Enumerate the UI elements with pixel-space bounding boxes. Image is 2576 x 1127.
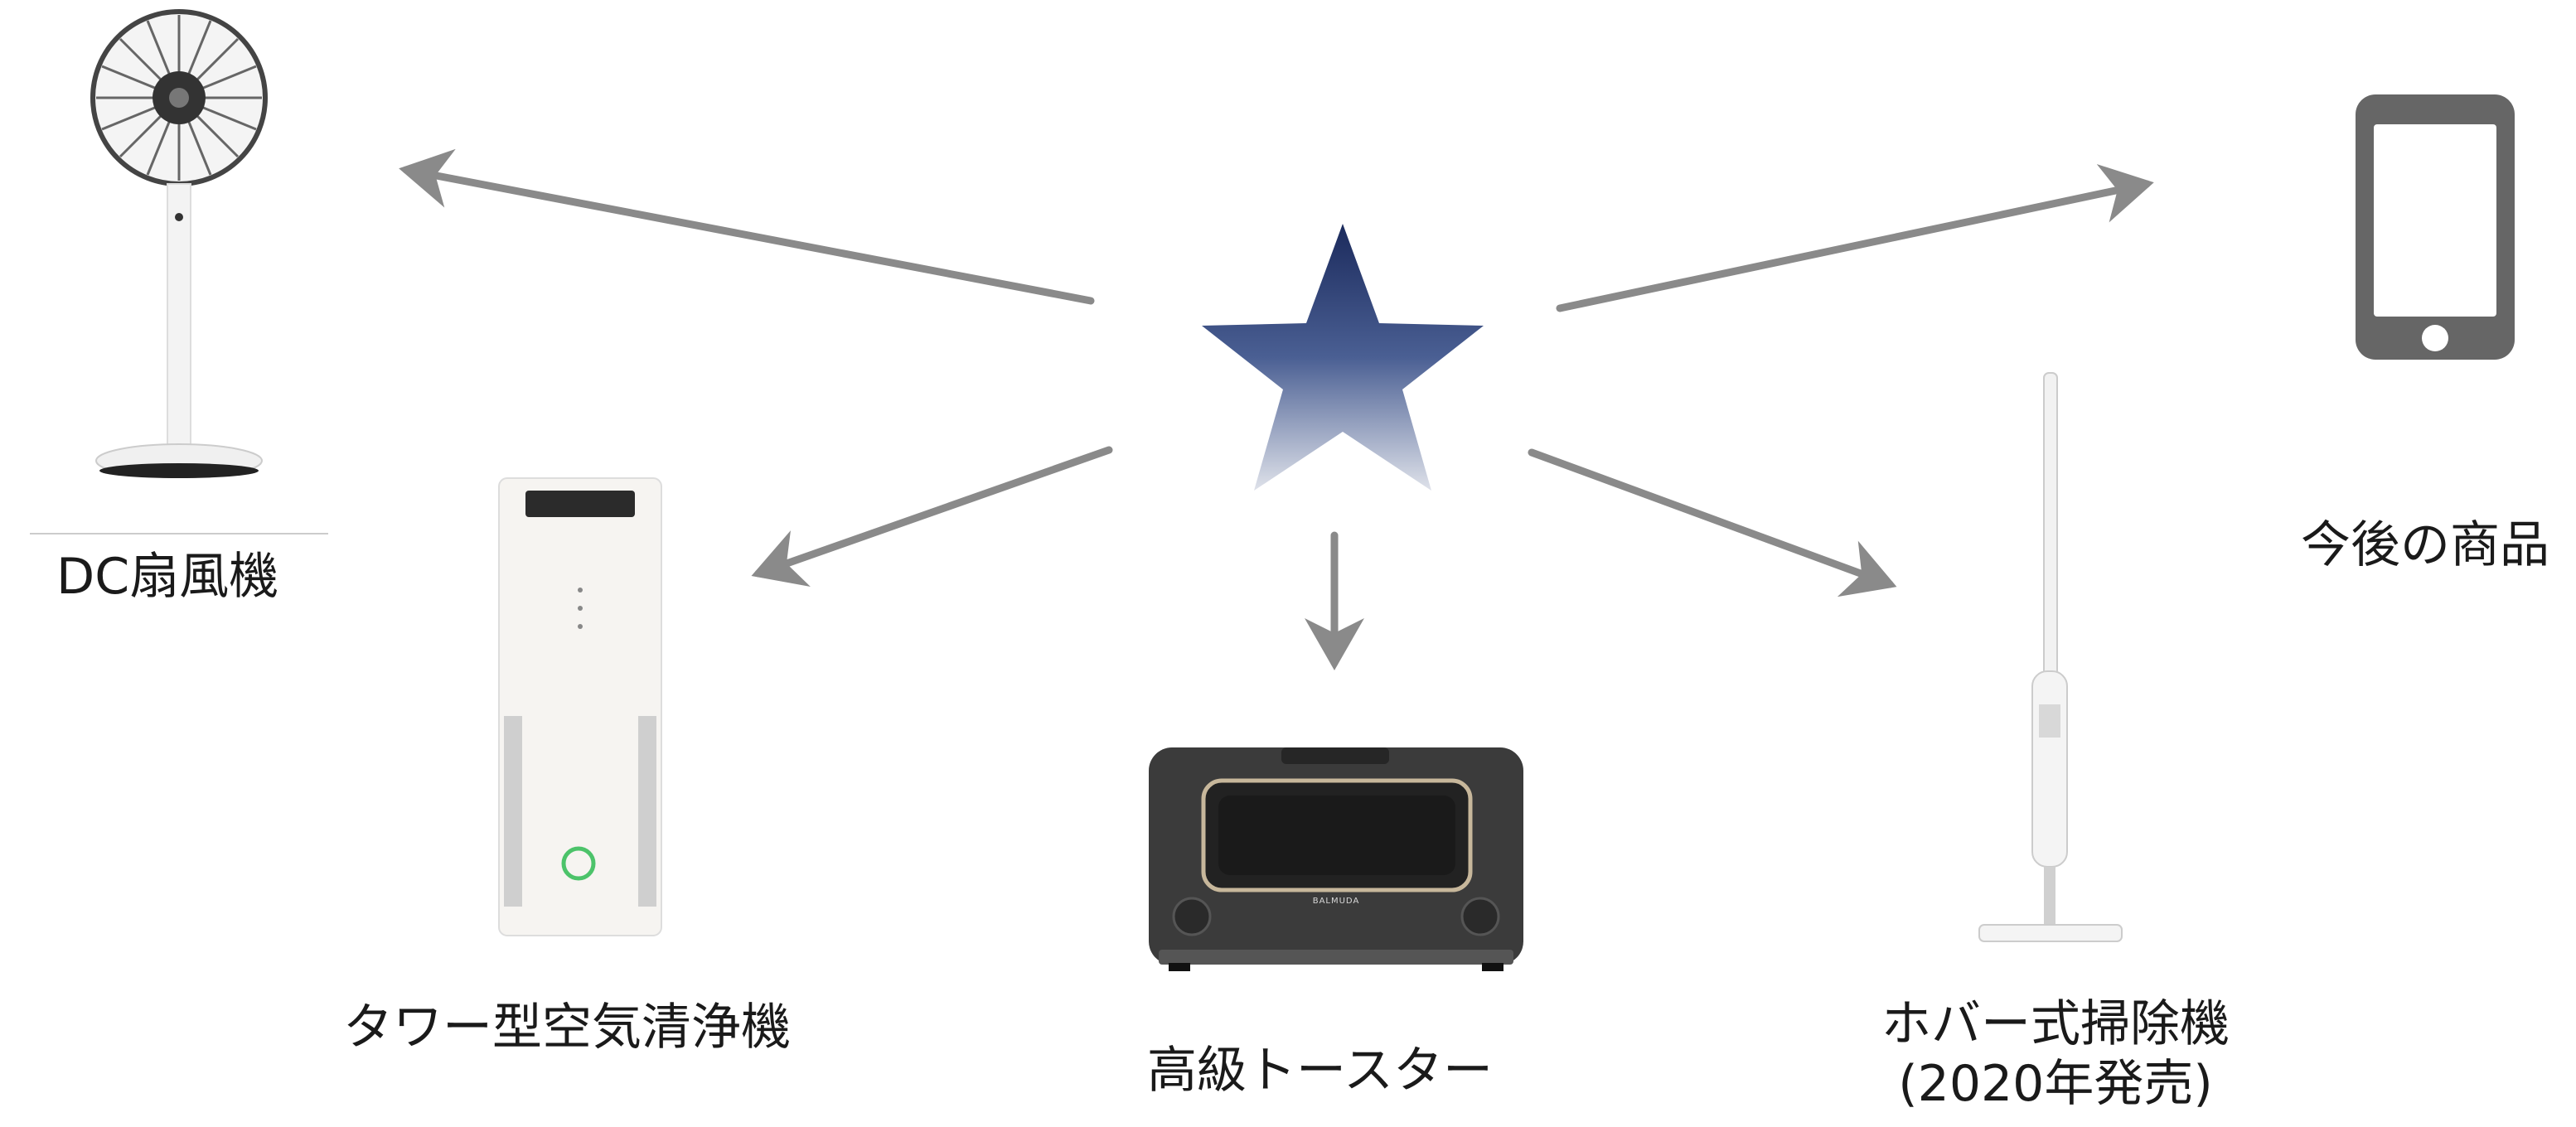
label-purifier: タワー型空気清浄機: [343, 999, 791, 1057]
air-purifier-icon: [498, 477, 662, 936]
stick-vacuum-icon: [1978, 372, 2123, 942]
smartphone-icon: [2356, 94, 2515, 360]
label-toaster: 高級トースター: [1147, 1042, 1493, 1100]
arrow-to-future: [1556, 163, 2154, 312]
arrow-to-fan: [399, 148, 1095, 305]
label-vacuum-release: (2020年発売): [1898, 1055, 2213, 1113]
toaster-icon: [1149, 747, 1523, 971]
label-vacuum: ホバー式掃除機 (2020年発売): [1840, 994, 2271, 1114]
arrow-to-purifier: [751, 446, 1113, 588]
toaster-brand: BALMUDA: [1312, 897, 1360, 906]
arrows: [399, 148, 2154, 670]
star-icon: [1202, 224, 1484, 491]
label-vacuum-name: ホバー式掃除機: [1881, 995, 2230, 1053]
arrow-to-vacuum: [1528, 448, 1897, 597]
label-fan: DC扇風機: [56, 548, 279, 606]
label-future: 今後の商品: [2301, 516, 2549, 574]
standing-fan-icon: [30, 9, 328, 534]
